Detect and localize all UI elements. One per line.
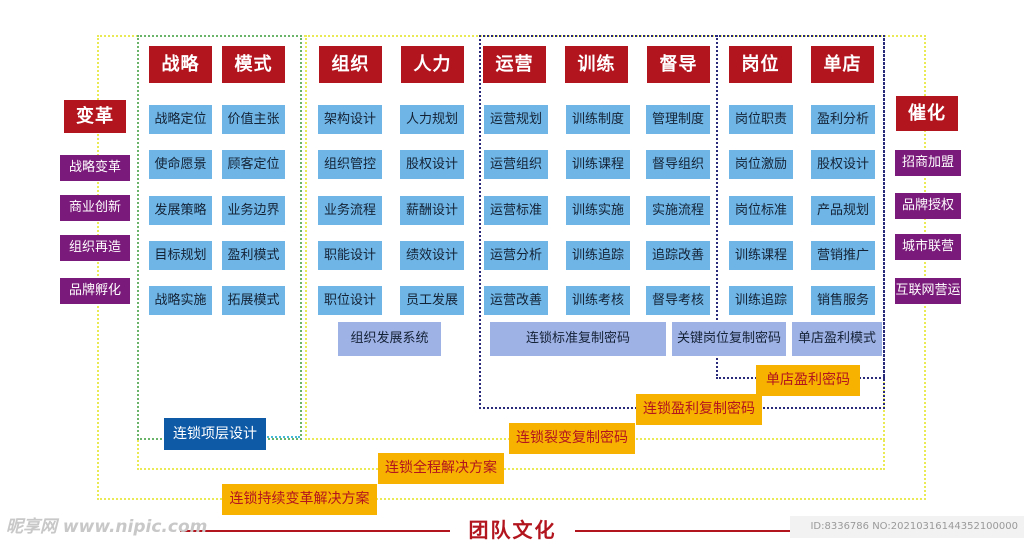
left-title: 变革 — [64, 100, 126, 133]
cell: 运营分析 — [484, 241, 548, 270]
cell: 职位设计 — [318, 286, 382, 315]
cell: 顾客定位 — [222, 150, 285, 179]
cell: 训练课程 — [566, 150, 630, 179]
cell: 战略实施 — [149, 286, 212, 315]
frame-green-strategy — [137, 35, 302, 440]
key-post-box: 关键岗位复制密码 — [672, 322, 786, 356]
column-header-ops: 运营 — [483, 46, 546, 83]
cell: 发展策略 — [149, 196, 212, 225]
cell: 追踪改善 — [646, 241, 710, 270]
column-header-hr: 人力 — [401, 46, 464, 83]
cell: 岗位激励 — [729, 150, 793, 179]
cell: 盈利模式 — [222, 241, 285, 270]
cell: 督导考核 — [646, 286, 710, 315]
cell: 员工发展 — [400, 286, 464, 315]
cell: 目标规划 — [149, 241, 212, 270]
column-header-model: 模式 — [222, 46, 285, 83]
left-item: 商业创新 — [60, 195, 130, 221]
cell: 业务边界 — [222, 196, 285, 225]
cell: 业务流程 — [318, 196, 382, 225]
cell: 训练制度 — [566, 105, 630, 134]
cell: 运营改善 — [484, 286, 548, 315]
watermark-right: ID:8336786 NO:20210316144352100000 — [790, 516, 1024, 538]
full-solution: 连锁全程解决方案 — [378, 453, 504, 484]
top-design-box: 连锁项层设计 — [164, 418, 266, 450]
column-header-strategy: 战略 — [149, 46, 212, 83]
cell: 实施流程 — [646, 196, 710, 225]
cell: 拓展模式 — [222, 286, 285, 315]
cell: 盈利分析 — [811, 105, 875, 134]
cell: 岗位标准 — [729, 196, 793, 225]
column-header-post: 岗位 — [729, 46, 792, 83]
cell: 训练追踪 — [566, 241, 630, 270]
cell: 运营规划 — [484, 105, 548, 134]
cell: 绩效设计 — [400, 241, 464, 270]
cell: 产品规划 — [811, 196, 875, 225]
cell: 销售服务 — [811, 286, 875, 315]
sustain-solution: 连锁持续变革解决方案 — [222, 484, 377, 515]
org-system-box: 组织发展系统 — [338, 322, 441, 356]
right-item: 品牌授权 — [895, 193, 961, 219]
frame-yellow-full — [137, 440, 885, 470]
cell: 运营标准 — [484, 196, 548, 225]
cell: 股权设计 — [400, 150, 464, 179]
chain-standard-box: 连锁标准复制密码 — [490, 322, 666, 356]
store-profit-code: 单店盈利密码 — [756, 365, 860, 396]
footer-line-right — [575, 530, 835, 532]
cell: 使命愿景 — [149, 150, 212, 179]
cell: 管理制度 — [646, 105, 710, 134]
cell: 训练追踪 — [729, 286, 793, 315]
column-header-org: 组织 — [319, 46, 382, 83]
right-item: 城市联营 — [895, 234, 961, 260]
left-item: 战略变革 — [60, 155, 130, 181]
cell: 岗位职责 — [729, 105, 793, 134]
cell: 薪酬设计 — [400, 196, 464, 225]
cell: 组织管控 — [318, 150, 382, 179]
left-item: 品牌孵化 — [60, 278, 130, 304]
right-title: 催化 — [896, 96, 958, 131]
right-item: 互联网营运 — [895, 278, 961, 304]
column-header-store: 单店 — [811, 46, 874, 83]
chain-profit-code: 连锁盈利复制密码 — [636, 394, 762, 425]
store-model-box: 单店盈利模式 — [792, 322, 882, 356]
cell: 营销推广 — [811, 241, 875, 270]
watermark-left: 昵享网 www.nipic.com — [6, 517, 208, 537]
column-header-training: 训练 — [565, 46, 628, 83]
cell: 运营组织 — [484, 150, 548, 179]
fission-code: 连锁裂变复制密码 — [509, 423, 635, 454]
cell: 训练实施 — [566, 196, 630, 225]
cell: 督导组织 — [646, 150, 710, 179]
column-header-supervision: 督导 — [647, 46, 710, 83]
cell: 人力规划 — [400, 105, 464, 134]
cell: 职能设计 — [318, 241, 382, 270]
footer-line-left — [180, 530, 450, 532]
cell: 价值主张 — [222, 105, 285, 134]
footer-title: 团队文化 — [468, 518, 557, 542]
cell: 训练考核 — [566, 286, 630, 315]
cell: 股权设计 — [811, 150, 875, 179]
left-item: 组织再造 — [60, 235, 130, 261]
cell: 架构设计 — [318, 105, 382, 134]
right-item: 招商加盟 — [895, 150, 961, 176]
cell: 战略定位 — [149, 105, 212, 134]
cell: 训练课程 — [729, 241, 793, 270]
